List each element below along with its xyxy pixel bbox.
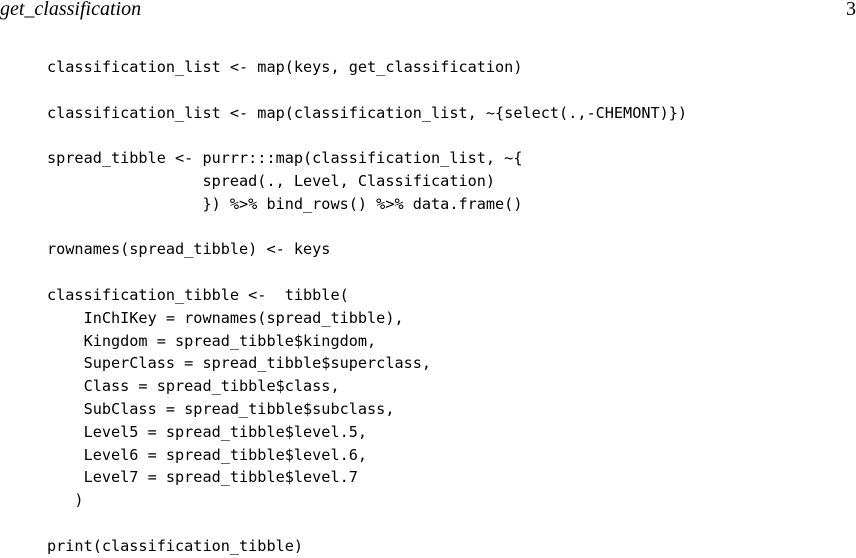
code-line: spread_tibble <- purrr:::map(classificat… (47, 149, 523, 168)
code-line: Kingdom = spread_tibble$kingdom, (47, 331, 377, 350)
code-line: Level6 = spread_tibble$level.6, (47, 445, 368, 464)
code-line: InChIKey = rownames(spread_tibble), (47, 308, 404, 327)
code-line: classification_list <- map(classificatio… (47, 103, 688, 122)
code-line: rownames(spread_tibble) <- keys (47, 240, 331, 259)
code-line (47, 512, 687, 535)
function-title: get_classification (0, 0, 142, 20)
code-line: Class = spread_tibble$class, (47, 377, 340, 396)
code-line: Level5 = spread_tibble$level.5, (47, 422, 368, 441)
code-line (47, 79, 687, 102)
code-line: Level7 = spread_tibble$level.7 (47, 468, 358, 487)
code-line (47, 216, 687, 239)
code-line: print(classification_tibble) (47, 536, 304, 555)
code-line: SubClass = spread_tibble$subclass, (47, 399, 395, 418)
code-line: ) (47, 491, 84, 510)
code-line (47, 124, 687, 147)
code-line (47, 261, 687, 284)
code-block: classification_list <- map(keys, get_cla… (47, 56, 687, 558)
code-line: spread(., Level, Classification) (47, 171, 496, 190)
code-line: SuperClass = spread_tibble$superclass, (47, 354, 432, 373)
page-number: 3 (846, 0, 856, 20)
code-line: classification_tibble <- tibble( (47, 285, 349, 304)
code-line: }) %>% bind_rows() %>% data.frame() (47, 194, 523, 213)
code-line: classification_list <- map(keys, get_cla… (47, 58, 523, 76)
